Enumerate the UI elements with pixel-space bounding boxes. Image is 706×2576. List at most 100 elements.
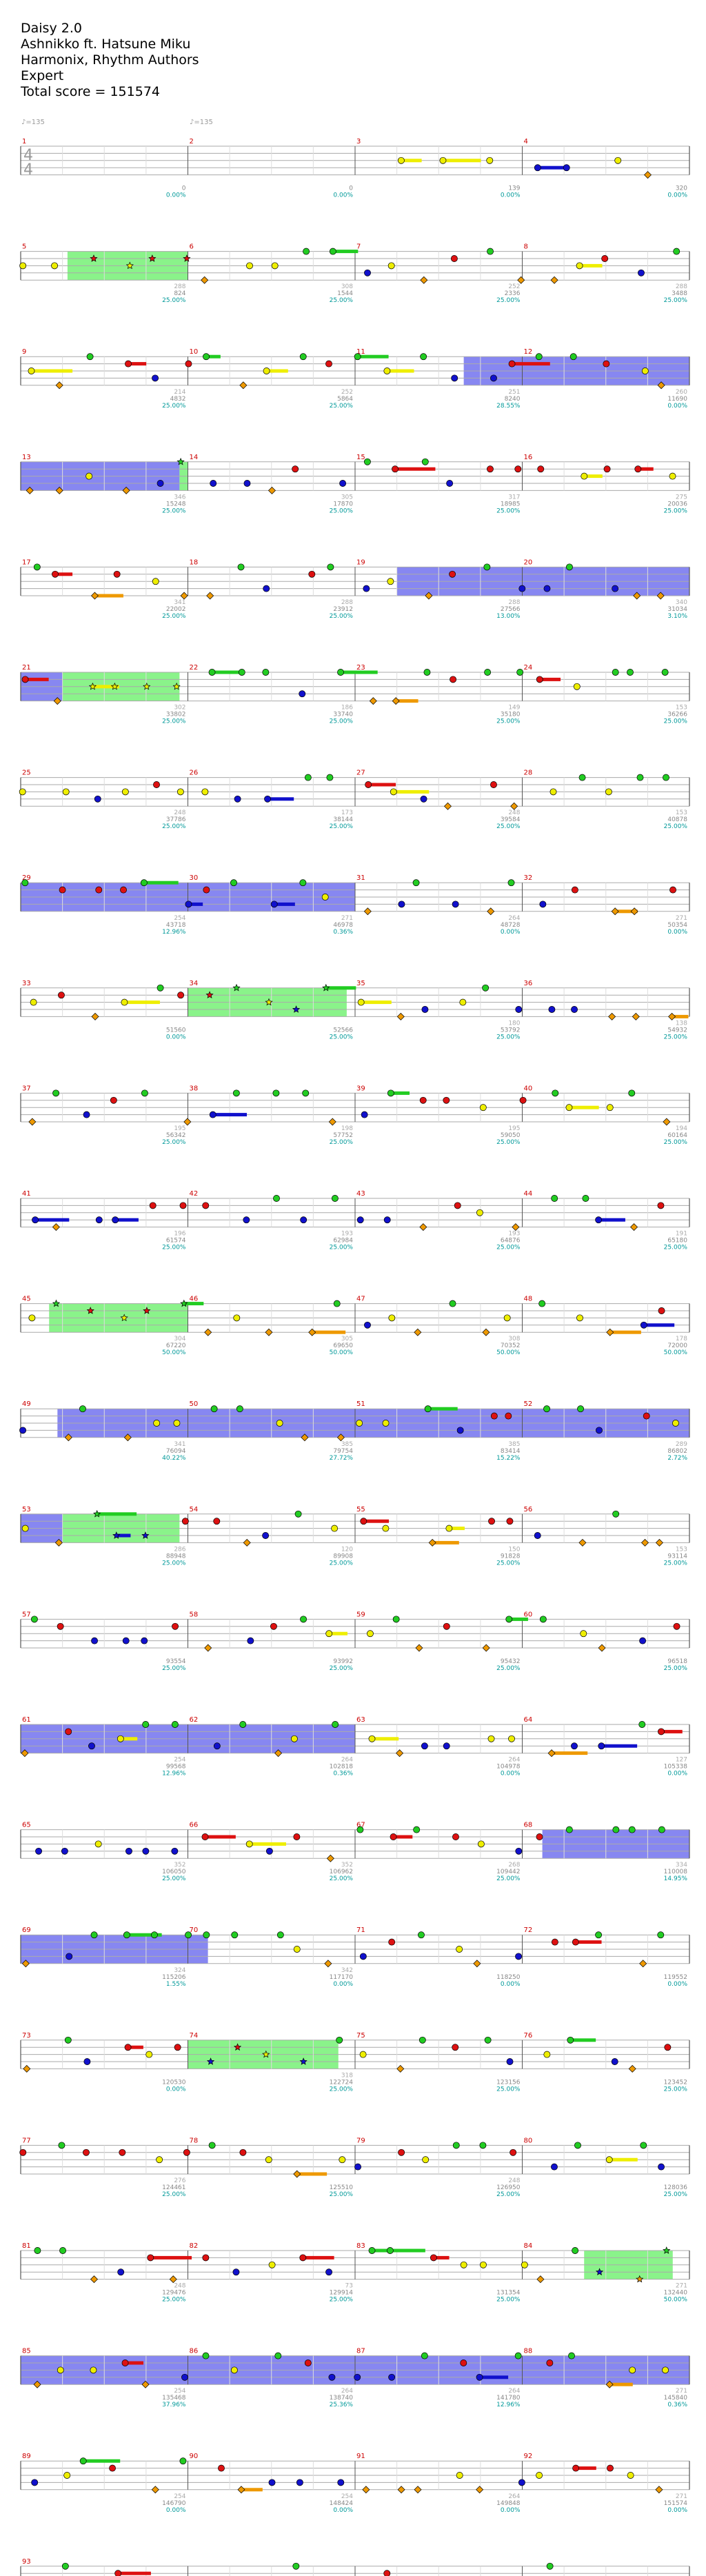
measure-score: 132440 xyxy=(664,2290,688,2297)
note-blue xyxy=(247,1637,254,1644)
note-orange xyxy=(91,1012,99,1020)
note-green xyxy=(202,2352,210,2359)
measure-multiplier: 25.00% xyxy=(664,718,688,725)
note-green xyxy=(552,1089,559,1097)
note-green xyxy=(567,2036,574,2044)
measure-notes-count: 264 xyxy=(508,915,520,922)
note-green xyxy=(628,1826,636,1833)
measure-number: 41 xyxy=(22,1190,31,1198)
note-green xyxy=(423,669,431,676)
note-blue xyxy=(452,900,459,908)
note-orange xyxy=(301,1433,309,1442)
note-yellow xyxy=(459,998,467,1006)
note-red xyxy=(536,1833,543,1840)
measure-number: 91 xyxy=(356,2453,365,2460)
measure-notes-count: 138 xyxy=(676,1020,687,1027)
measure-notes-count: 260 xyxy=(676,389,687,396)
star-note xyxy=(176,457,185,465)
note-green xyxy=(299,879,307,887)
sustain-tail xyxy=(143,881,179,885)
note-yellow xyxy=(366,1630,374,1638)
star-note xyxy=(143,1307,151,1314)
measure-score: 0 xyxy=(182,185,186,192)
note-red xyxy=(546,2359,554,2366)
measure-multiplier: 25.00% xyxy=(664,1665,688,1672)
measure-number: 92 xyxy=(524,2453,533,2460)
measure-multiplier: 50.00% xyxy=(330,1349,354,1356)
sustain-tail xyxy=(601,1744,638,1748)
note-blue xyxy=(420,795,427,803)
measure-score: 57752 xyxy=(333,1132,353,1139)
note-blue xyxy=(94,795,101,803)
measure-number: 55 xyxy=(356,1506,365,1513)
measure-score: 61574 xyxy=(166,1238,186,1245)
note-red xyxy=(460,2359,467,2366)
note-blue xyxy=(638,269,645,276)
note-red xyxy=(383,2570,391,2576)
measure-notes-count: 252 xyxy=(508,283,520,290)
measure-score: 53792 xyxy=(501,1027,521,1034)
note-green xyxy=(337,669,344,676)
note-green xyxy=(58,2142,65,2149)
measure-multiplier: 0.00% xyxy=(166,2507,186,2514)
measure-multiplier: 14.95% xyxy=(664,1875,688,1882)
measure-multiplier: 0.00% xyxy=(333,1981,353,1988)
star-note xyxy=(93,1509,101,1518)
note-blue xyxy=(515,1006,523,1013)
note-red xyxy=(572,1938,579,1946)
measure-number: 73 xyxy=(22,2032,31,2040)
measure-multiplier: 27.72% xyxy=(330,1455,354,1462)
measure-score: 138740 xyxy=(330,2395,354,2402)
note-blue xyxy=(364,1321,371,1329)
measure-score: 69650 xyxy=(333,1342,353,1349)
measure-multiplier: 25.00% xyxy=(496,1245,521,1251)
note-yellow xyxy=(265,2156,272,2164)
note-yellow xyxy=(201,788,209,796)
note-green xyxy=(482,984,490,992)
note-green xyxy=(336,2036,343,2044)
note-blue xyxy=(91,1637,99,1644)
measure-score: 48728 xyxy=(501,922,521,929)
note-orange xyxy=(578,1538,587,1547)
sustain-tail xyxy=(361,1000,392,1005)
measure-number: 65 xyxy=(22,1822,31,1829)
measure-multiplier: 25.00% xyxy=(496,823,521,830)
note-green xyxy=(569,353,577,361)
note-yellow xyxy=(245,1840,253,1848)
note-blue xyxy=(388,2373,396,2381)
measure-multiplier: 25.00% xyxy=(496,1560,521,1567)
sustain-tail xyxy=(312,1330,346,1334)
note-red xyxy=(181,1518,189,1525)
measure-notes-count: 254 xyxy=(174,2493,185,2500)
note-green xyxy=(236,1405,243,1413)
measure-multiplier: 25.00% xyxy=(330,1034,354,1040)
note-red xyxy=(293,1833,301,1840)
note-red xyxy=(419,1096,427,1104)
star-note xyxy=(232,983,241,992)
sustain-tail xyxy=(579,263,603,268)
note-green xyxy=(157,984,164,992)
measure-score: 4832 xyxy=(170,396,186,403)
measure-score: 93114 xyxy=(667,1553,687,1560)
note-red xyxy=(571,886,578,894)
measure-score: 106050 xyxy=(162,1869,186,1875)
note-blue xyxy=(598,1742,605,1750)
measure-score: 145840 xyxy=(664,2395,688,2402)
note-yellow xyxy=(479,1104,487,1111)
note-green xyxy=(657,1931,665,1939)
note-red xyxy=(657,1202,665,1209)
measure-number: 32 xyxy=(524,874,533,882)
measure-number: 71 xyxy=(356,1926,365,1934)
sustain-tail xyxy=(241,2488,263,2492)
note-blue xyxy=(595,1216,603,1224)
measure-number: 6 xyxy=(190,243,194,251)
note-green xyxy=(514,2352,522,2359)
note-yellow xyxy=(276,1420,283,1427)
note-blue xyxy=(640,1321,647,1329)
note-red xyxy=(57,1622,64,1630)
sustain-tail xyxy=(443,159,481,163)
note-yellow xyxy=(641,368,649,374)
measure-number: 43 xyxy=(356,1190,365,1198)
note-green xyxy=(539,1616,547,1623)
measure-notes-count: 352 xyxy=(341,1862,353,1869)
